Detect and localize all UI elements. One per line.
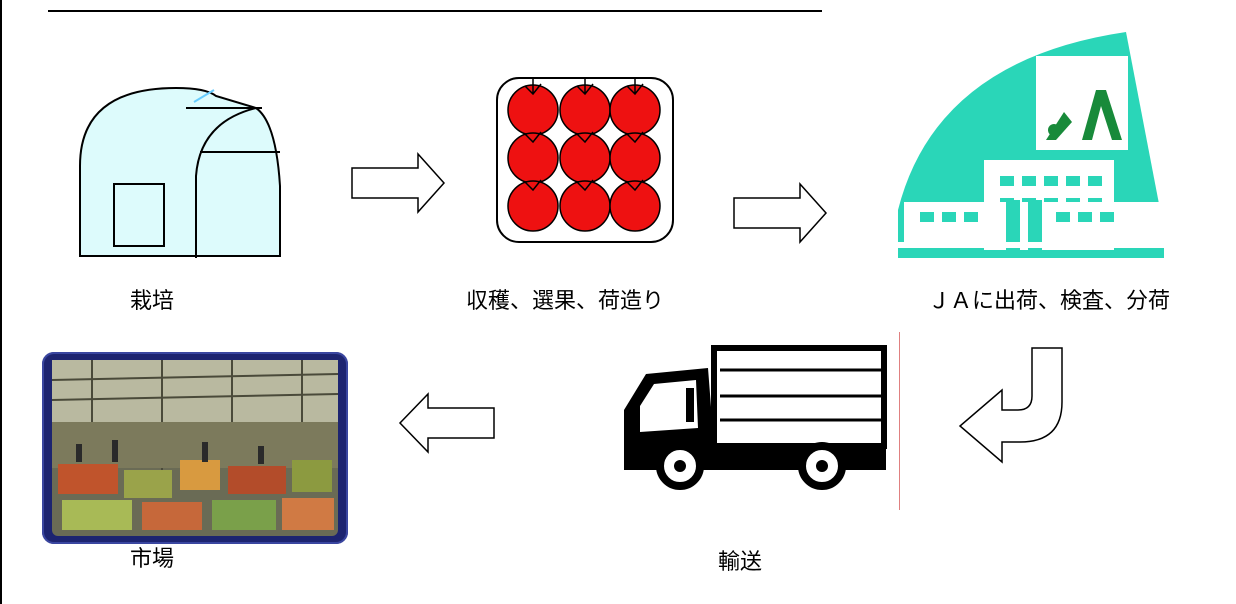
greenhouse-icon <box>79 86 281 258</box>
separator-line <box>899 332 900 510</box>
arrow-right-icon <box>733 182 828 244</box>
left-border <box>0 0 2 604</box>
market-scene <box>52 360 338 536</box>
label-ja: ＪＡに出荷、検査、分荷 <box>928 289 1171 314</box>
title-underline <box>48 10 822 12</box>
truck-icon <box>624 345 887 490</box>
label-harvest: 収穫、選果、荷造り <box>466 289 665 314</box>
arrow-left-icon <box>398 392 495 454</box>
arrow-curved-icon <box>958 347 1063 464</box>
ja-building-icon <box>898 32 1164 258</box>
label-transport: 輸送 <box>718 550 763 575</box>
label-cultivation: 栽培 <box>130 289 175 314</box>
market-photo <box>42 352 348 544</box>
tomato-tray-icon <box>496 77 674 243</box>
arrow-right-icon <box>351 152 446 214</box>
label-market: 市場 <box>130 547 175 572</box>
